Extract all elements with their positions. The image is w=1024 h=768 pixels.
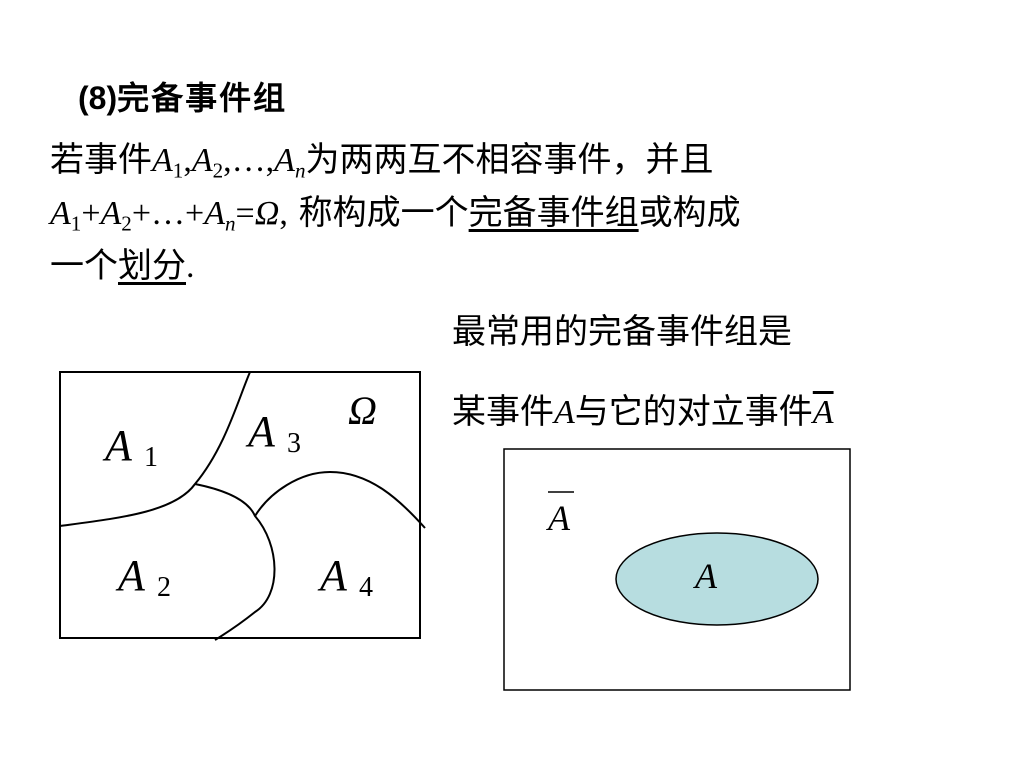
definition-line-1: 若事件A1,A2,…,An为两两互不相容事件，并且 <box>50 134 990 187</box>
boundary-a3-a4 <box>254 470 426 529</box>
section-title: 完备事件组 <box>117 79 288 117</box>
math-omega: Ω <box>254 195 280 232</box>
sub-n: n <box>224 211 236 236</box>
plus-ellipsis: +…+ <box>131 195 205 232</box>
ellipsis: ,…, <box>223 142 275 179</box>
boundary-a1 <box>59 371 251 527</box>
region-a2-sub: 2 <box>157 572 171 603</box>
definition-line-3: 一个划分. <box>50 240 990 293</box>
sub-1: 1 <box>70 211 82 236</box>
complement-sample-space-rect <box>503 448 851 691</box>
text-huo-goucheng: 或构成 <box>638 193 741 233</box>
event-a-ellipse <box>615 532 819 626</box>
term-complete-event-group: 完备事件组 <box>468 193 639 233</box>
definition-paragraph: 若事件A1,A2,…,An为两两互不相容事件，并且 A1+A2+…+An=Ω, … <box>50 134 990 293</box>
definition-line-2: A1+A2+…+An=Ω, 称构成一个完备事件组或构成 <box>50 187 990 240</box>
math-a-bar: A <box>812 394 834 431</box>
period: . <box>186 248 195 285</box>
event-a-label: A <box>693 556 718 596</box>
region-a3-sub: 3 <box>287 428 301 459</box>
region-a3-letter: A <box>245 407 276 456</box>
math-an: A <box>274 142 295 179</box>
boundary-a2-a4 <box>194 483 276 641</box>
region-a1-sub: 1 <box>144 442 158 473</box>
text-cheng-goucheng: 称构成一个 <box>287 193 469 233</box>
section-heading: (8)完备事件组 <box>78 78 287 118</box>
math-an: A <box>204 195 225 232</box>
text-ruo-shijian: 若事件 <box>50 140 152 180</box>
sample-space-rect <box>59 371 421 639</box>
text-mou-shijian: 某事件 <box>452 392 554 432</box>
side-text-line-2: 某事件A与它的对立事件A <box>452 390 834 435</box>
comma: , <box>183 142 192 179</box>
text-complement-intro: 与它的对立事件 <box>574 392 813 432</box>
section-number: (8) <box>78 80 118 116</box>
math-a: A <box>554 394 575 431</box>
region-a2-letter: A <box>115 551 146 600</box>
omega-label: Ω <box>348 388 377 433</box>
complement-diagram: A A <box>503 448 851 691</box>
term-partition: 划分 <box>118 246 186 286</box>
region-a1-letter: A <box>102 421 133 470</box>
sub-2: 2 <box>212 158 224 183</box>
math-a2: A <box>191 142 213 179</box>
math-a1: A <box>50 195 71 232</box>
text-mutually-exclusive: 为两两互不相容事件，并且 <box>305 140 714 180</box>
math-a1: A <box>152 142 173 179</box>
text-yige: 一个 <box>50 246 118 286</box>
plus: + <box>81 195 101 232</box>
region-a4-sub: 4 <box>359 572 373 603</box>
math-a2: A <box>100 195 122 232</box>
partition-diagram <box>59 371 426 641</box>
sub-2: 2 <box>121 211 132 236</box>
sub-n: n <box>294 158 306 183</box>
partition-labels: Ω A 1 A 3 A 2 A 4 <box>102 388 377 603</box>
side-text-line-1: 最常用的完备事件组是 <box>452 312 792 352</box>
region-a4-letter: A <box>317 551 348 600</box>
sub-1: 1 <box>172 158 184 183</box>
complement-label: A <box>546 498 571 538</box>
equals: = <box>235 195 255 232</box>
comma: , <box>279 195 288 232</box>
